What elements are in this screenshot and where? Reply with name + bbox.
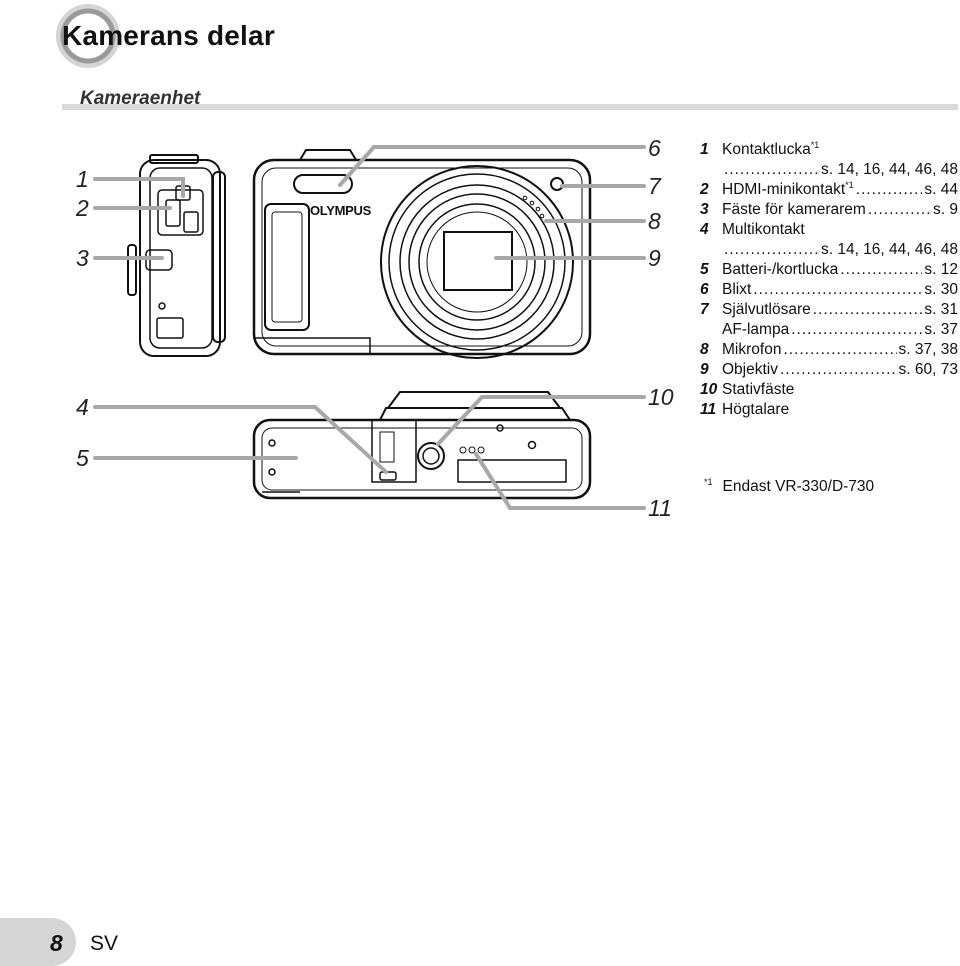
part-label: Stativfäste	[722, 381, 795, 398]
callout-6: 6	[648, 135, 661, 161]
part-label: Mikrofon	[722, 341, 782, 358]
leader-dots	[791, 320, 922, 340]
part-item: AF-lampa s. 37	[700, 320, 958, 340]
part-label: AF-lampa	[722, 321, 790, 338]
part-item: s. 14, 16, 44, 46, 48	[700, 160, 958, 180]
leader-dots	[868, 200, 931, 220]
leader-dots	[840, 260, 922, 280]
part-label: Fäste för kamerarem	[722, 201, 866, 218]
part-pages: s. 44	[924, 181, 958, 198]
callout-10: 10	[648, 384, 674, 410]
part-number: 3	[700, 201, 709, 218]
part-number: 5	[700, 261, 709, 278]
part-item: 2 HDMI-minikontakt*1 s. 44	[700, 180, 958, 200]
part-pages: s. 60, 73	[898, 361, 958, 378]
leader-dots	[724, 160, 819, 180]
part-number: 6	[700, 281, 709, 298]
language-code: SV	[90, 932, 119, 955]
part-item: 4 Multikontakt	[700, 220, 958, 240]
part-number: 1	[700, 141, 709, 158]
callout-7: 7	[648, 173, 662, 199]
part-label: HDMI-minikontakt*1	[722, 180, 854, 199]
part-number: 7	[700, 301, 709, 318]
part-item: 10 Stativfäste	[700, 380, 958, 400]
part-item: 5 Batteri-/kortlucka s. 12	[700, 260, 958, 280]
part-item: 6 Blixt s. 30	[700, 280, 958, 300]
callout-2: 2	[75, 195, 89, 221]
leader-dots	[813, 300, 923, 320]
part-item: 7 Självutlösare s. 31	[700, 300, 958, 320]
part-label: Blixt	[722, 281, 752, 298]
part-label: Högtalare	[722, 401, 790, 418]
part-pages: s. 12	[924, 261, 958, 278]
footnote-ref: *1	[810, 140, 820, 150]
brand-logo-text: OLYMPUS	[310, 203, 372, 218]
part-pages: s. 14, 16, 44, 46, 48	[820, 241, 958, 258]
part-item: 11 Högtalare	[700, 400, 958, 420]
callout-4: 4	[76, 394, 89, 420]
part-pages: s. 31	[924, 301, 958, 318]
part-pages: s. 37	[924, 321, 958, 338]
footnote: *1 Endast VR-330/D-730	[704, 478, 874, 496]
part-label: Batteri-/kortlucka	[722, 261, 839, 278]
part-item: 9 Objektiv s. 60, 73	[700, 360, 958, 380]
part-item: 8 Mikrofon s. 37, 38	[700, 340, 958, 360]
part-pages: s. 9	[933, 201, 958, 218]
part-number: 4	[700, 221, 709, 238]
part-label: Kontaktlucka*1	[722, 140, 820, 159]
leader-dots	[724, 240, 819, 260]
footnote-mark: *1	[704, 477, 713, 487]
part-number: 11	[700, 401, 717, 418]
leader-dots	[856, 180, 923, 200]
part-label: Självutlösare	[722, 301, 811, 318]
camera-diagram: OLYMPUS	[75, 135, 674, 521]
leader-lines	[93, 145, 646, 510]
camera-front-view	[252, 149, 592, 359]
part-number: 10	[700, 381, 718, 398]
footnote-ref: *1	[845, 180, 854, 190]
part-item: s. 14, 16, 44, 46, 48	[700, 240, 958, 260]
part-number: 9	[700, 361, 709, 378]
footnote-text: Endast VR-330/D-730	[722, 478, 875, 495]
page-number: 8	[50, 930, 63, 956]
part-item: 3 Fäste för kamerarem s. 9	[700, 200, 958, 220]
part-number: 2	[700, 181, 709, 198]
part-pages: s. 30	[924, 281, 958, 298]
callout-9: 9	[648, 245, 661, 271]
leader-dots	[780, 360, 897, 380]
leader-dots	[783, 340, 896, 360]
part-item: 1 Kontaktlucka*1	[700, 140, 958, 160]
callout-1: 1	[76, 166, 89, 192]
callout-5: 5	[76, 445, 89, 471]
camera-side-view	[127, 154, 226, 357]
section-subtitle: Kameraenhet	[80, 88, 201, 109]
leader-dots	[753, 280, 922, 300]
callout-3: 3	[76, 245, 89, 271]
callout-8: 8	[648, 208, 661, 234]
callout-11: 11	[648, 495, 672, 521]
page-number-tab	[0, 918, 76, 966]
part-label: Objektiv	[722, 361, 778, 378]
callout-numbers: 1 2 3 4 5 6 7 8 9 10 11	[75, 135, 674, 521]
title-circle-decoration	[56, 4, 120, 68]
part-label: Multikontakt	[722, 221, 805, 238]
subtitle-rule	[62, 104, 958, 110]
page-title: Kamerans delar	[62, 20, 275, 51]
parts-list: 1 Kontaktlucka*1 s. 14, 16, 44, 46, 48 2…	[700, 140, 958, 420]
part-pages: s. 37, 38	[898, 341, 958, 358]
part-number: 8	[700, 341, 709, 358]
part-pages: s. 14, 16, 44, 46, 48	[820, 161, 958, 178]
